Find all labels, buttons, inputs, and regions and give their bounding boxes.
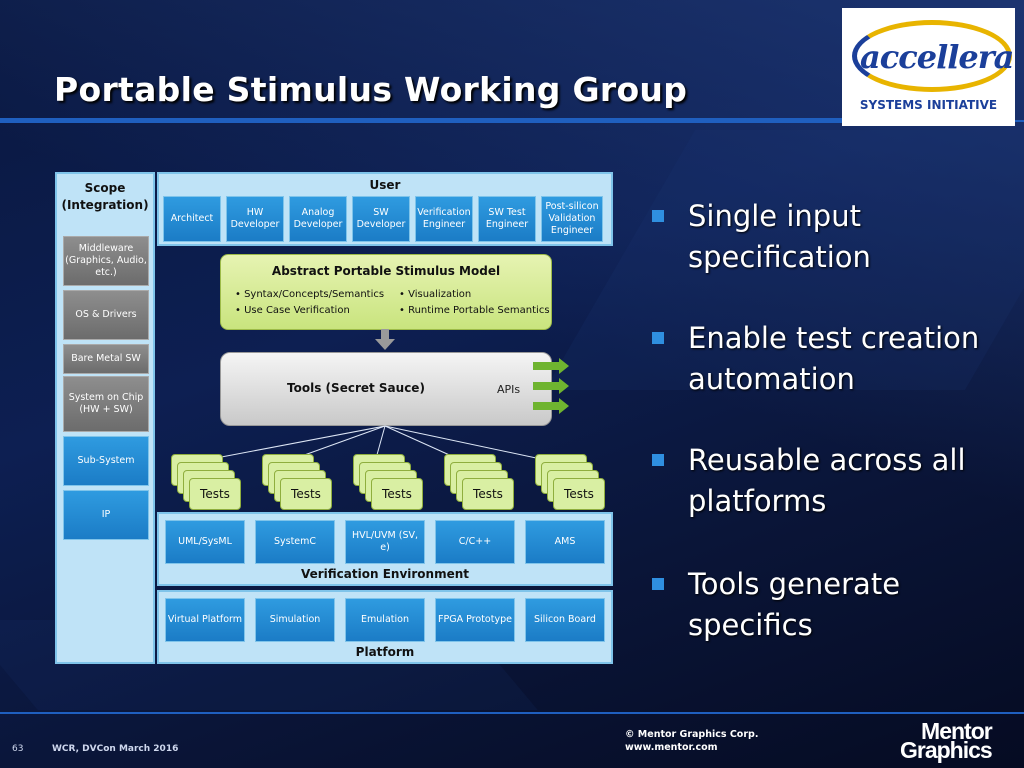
- scope-item-middleware: Middleware (Graphics, Audio, etc.): [63, 236, 149, 286]
- scope-item-bare-metal: Bare Metal SW: [63, 344, 149, 374]
- user-role: HW Developer: [226, 196, 284, 242]
- tools-title: Tools (Secret Sauce): [287, 381, 425, 395]
- tests-label: Tests: [189, 478, 241, 510]
- platform-item: Emulation: [345, 598, 425, 642]
- user-role: Post-silicon Validation Engineer: [541, 196, 603, 242]
- scope-item-subsystem: Sub-System: [63, 436, 149, 486]
- website-text: www.mentor.com: [625, 742, 718, 753]
- tests-label: Tests: [553, 478, 605, 510]
- logo-subtitle: SYSTEMS INITIATIVE: [859, 98, 998, 112]
- tests-stack: Tests: [444, 454, 514, 510]
- model-title: Abstract Portable Stimulus Model: [271, 264, 501, 278]
- model-item: • Visualization: [399, 289, 472, 300]
- tools-box: Tools (Secret Sauce) APIs: [220, 352, 552, 426]
- accellera-logo: accellera SYSTEMS INITIATIVE: [842, 8, 1015, 126]
- platform-panel: Virtual Platform Simulation Emulation FP…: [157, 590, 613, 664]
- user-panel: User Architect HW Developer Analog Devel…: [157, 172, 613, 246]
- verification-title: Verification Environment: [300, 567, 470, 581]
- tests-label: Tests: [371, 478, 423, 510]
- user-role: Analog Developer: [289, 196, 347, 242]
- footer-rule: [0, 712, 1024, 714]
- bullet-square-icon: [652, 578, 664, 590]
- model-item: • Runtime Portable Semantics: [399, 305, 550, 316]
- verification-item: HVL/UVM (SV, e): [345, 520, 425, 564]
- api-arrows-icon: [533, 358, 569, 414]
- verification-panel: UML/SysML SystemC HVL/UVM (SV, e) C/C++ …: [157, 512, 613, 586]
- model-item: • Syntax/Concepts/Semantics: [235, 289, 385, 300]
- model-item: • Use Case Verification: [235, 305, 350, 316]
- copyright-block: © Mentor Graphics Corp. www.mentor.com: [625, 728, 758, 754]
- user-role: Verification Engineer: [415, 196, 473, 242]
- scope-panel: Scope (Integration) Middleware (Graphics…: [55, 172, 155, 664]
- verification-item: AMS: [525, 520, 605, 564]
- down-arrow-icon: [375, 329, 395, 350]
- verification-item: SystemC: [255, 520, 335, 564]
- tests-stack: Tests: [262, 454, 332, 510]
- title-rule: [0, 118, 842, 123]
- scope-title: Scope (Integration): [61, 181, 149, 212]
- mentor-graphics-logo: Mentor Graphics: [900, 718, 993, 763]
- tests-stack: Tests: [353, 454, 423, 510]
- platform-item: Simulation: [255, 598, 335, 642]
- portable-stimulus-diagram: Scope (Integration) Middleware (Graphics…: [55, 172, 615, 664]
- platform-item: FPGA Prototype: [435, 598, 515, 642]
- scope-item-os-drivers: OS & Drivers: [63, 290, 149, 340]
- logo-word: accellera: [860, 38, 1014, 76]
- verification-item: UML/SysML: [165, 520, 245, 564]
- user-title: User: [369, 178, 401, 192]
- logo-ring: [852, 20, 1012, 92]
- platform-item: Virtual Platform: [165, 598, 245, 642]
- platform-title: Platform: [355, 645, 415, 659]
- verification-item: C/C++: [435, 520, 515, 564]
- event-label: WCR, DVCon March 2016: [52, 744, 179, 754]
- slide-title: Portable Stimulus Working Group: [54, 70, 688, 109]
- apis-label: APIs: [497, 383, 521, 396]
- page-number: 63: [12, 744, 24, 754]
- scope-item-soc: System on Chip (HW + SW): [63, 376, 149, 432]
- bullet-square-icon: [652, 454, 664, 466]
- bullet-square-icon: [652, 332, 664, 344]
- bullet-square-icon: [652, 210, 664, 222]
- brand-line2: Graphics: [900, 737, 993, 763]
- brand-line1: Mentor: [921, 718, 993, 744]
- user-role: Architect: [163, 196, 221, 242]
- tests-label: Tests: [462, 478, 514, 510]
- abstract-model-box: Abstract Portable Stimulus Model • Synta…: [220, 254, 552, 330]
- platform-item: Silicon Board: [525, 598, 605, 642]
- copyright-text: © Mentor Graphics Corp.: [625, 729, 759, 740]
- tests-label: Tests: [280, 478, 332, 510]
- scope-item-ip: IP: [63, 490, 149, 540]
- user-role: SW Test Engineer: [478, 196, 536, 242]
- connector-lines: [194, 425, 556, 463]
- tests-stack: Tests: [171, 454, 241, 510]
- tests-stack: Tests: [535, 454, 605, 510]
- user-role: SW Developer: [352, 196, 410, 242]
